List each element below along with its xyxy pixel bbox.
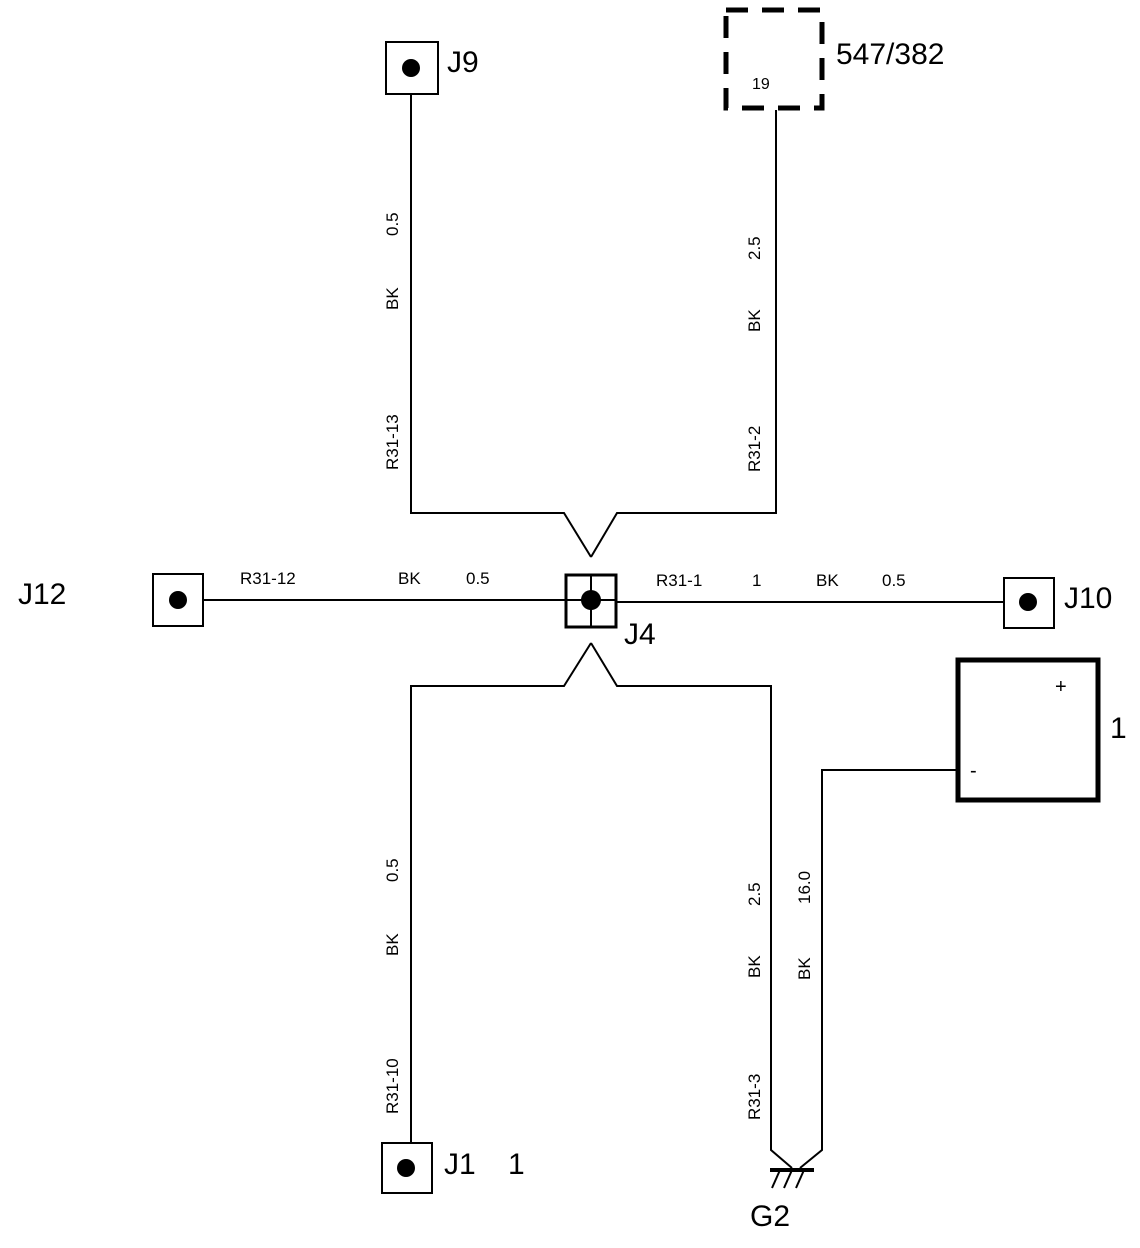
- wire-battery-size: 16.0: [795, 871, 814, 904]
- battery-plus-terminal: +: [1055, 676, 1067, 698]
- wire-j9-size: 0.5: [383, 212, 402, 236]
- pin-j1: 1: [508, 1148, 525, 1181]
- wire-j1-circuit: R31-10: [383, 1058, 402, 1114]
- wire-j9-color: BK: [383, 287, 402, 310]
- label-547-382: 547/382: [836, 38, 944, 71]
- label-j12: J12: [18, 578, 66, 611]
- wire-547-size: 2.5: [745, 236, 764, 260]
- connector-j1: [381, 1142, 433, 1194]
- connector-j12: [152, 573, 204, 627]
- wire-g2-color: BK: [745, 955, 764, 978]
- label-j1: J1: [444, 1148, 476, 1181]
- wire-j10-circuit: R31-1: [656, 571, 702, 590]
- battery: [955, 657, 1101, 803]
- wire-g2-size: 2.5: [745, 882, 764, 906]
- wire-j10-pin: 1: [752, 571, 761, 590]
- wire-j10-color: BK: [816, 571, 839, 590]
- wire-j1: [410, 642, 592, 1192]
- label-j4: J4: [624, 618, 656, 651]
- component-547-382: [723, 7, 825, 111]
- connector-j10: [1003, 577, 1055, 629]
- battery-minus-terminal: -: [970, 760, 977, 782]
- wire-battery: [799, 769, 958, 1169]
- wire-j1-color: BK: [383, 933, 402, 956]
- label-g2: G2: [750, 1200, 790, 1233]
- wire-j12-size: 0.5: [466, 569, 490, 588]
- wire-g2-circuit: R31-3: [745, 1074, 764, 1120]
- wire-j1-size: 0.5: [383, 858, 402, 882]
- splice-j4: [564, 573, 618, 629]
- wire-j10-size: 0.5: [882, 571, 906, 590]
- wire-battery-color: BK: [795, 957, 814, 980]
- connector-j9: [385, 41, 439, 95]
- pin-547-382: 19: [752, 76, 770, 93]
- wire-j12-circuit: R31-12: [240, 569, 296, 588]
- label-j9: J9: [447, 46, 479, 79]
- ground-symbol: [770, 1168, 814, 1189]
- wire-j12-color: BK: [398, 569, 421, 588]
- wire-j9: [410, 68, 592, 558]
- label-battery: 1: [1110, 712, 1127, 745]
- wire-547-circuit: R31-2: [745, 426, 764, 472]
- wire-g2: [590, 642, 793, 1169]
- wire-547-382: [590, 110, 777, 558]
- wire-j9-circuit: R31-13: [383, 414, 402, 470]
- wire-547-color: BK: [745, 309, 764, 332]
- label-j10: J10: [1064, 582, 1112, 615]
